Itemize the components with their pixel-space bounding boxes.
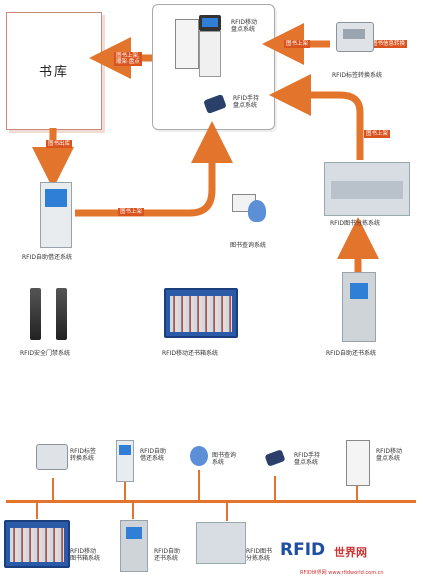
bottom-borrow-label: RFID自助 借还系统	[140, 448, 167, 462]
self-borrow-label: RFID自助借还系统	[22, 254, 73, 261]
bottom-conversion-label: RFID标签 转换系统	[70, 448, 97, 462]
self-return-label: RFID自助还书系统	[326, 350, 377, 357]
mobile-shelf-label: RFID移动还书箱系统	[162, 350, 219, 357]
drop-2	[124, 482, 126, 500]
arrow-borrow-to-center	[75, 121, 233, 217]
bottom-self-return-icon	[120, 520, 148, 572]
library-box: 书库	[6, 12, 102, 130]
drop-7	[132, 503, 134, 519]
mobile-cart-icon	[175, 19, 199, 69]
security-gate-label: RFID安全门禁系统	[20, 350, 71, 357]
tag-conversion-device-icon	[336, 22, 374, 52]
bottom-query-icon	[190, 446, 208, 466]
security-gate-right-icon	[56, 288, 67, 340]
library-title: 书库	[38, 65, 69, 80]
sorting-system-icon	[324, 162, 410, 216]
bottom-self-return-label: RFID自助 还书系统	[154, 548, 181, 562]
bottom-handheld-label: RFID手持 盘点系统	[294, 452, 321, 466]
security-gate-left-icon	[30, 288, 41, 340]
tag-shelve-bottom: 图书上架	[118, 208, 145, 216]
bottom-conversion-icon	[36, 444, 68, 470]
cart-body-icon	[199, 31, 221, 77]
bottom-mobile-shelf-icon	[4, 520, 70, 568]
drop-5	[356, 486, 358, 500]
handheld-inventory-label: RFID手持 盘点系统	[233, 95, 260, 109]
arrow-sorting-to-center	[269, 74, 364, 160]
tag-book-out: 图书出库	[46, 140, 73, 148]
watermark-logo: RFID	[280, 540, 326, 560]
drop-8	[226, 503, 228, 521]
bottom-borrow-kiosk-icon	[116, 440, 134, 482]
bottom-mobile-cart-icon	[346, 440, 370, 486]
self-return-machine-icon	[342, 272, 376, 342]
network-bus	[6, 500, 416, 503]
tag-info-conversion: 图书信息转换	[370, 40, 408, 48]
mobile-inventory-label: RFID移动 盘点系统	[231, 19, 258, 33]
self-borrow-kiosk-icon	[40, 182, 72, 248]
bottom-sorting-icon	[196, 522, 246, 564]
drop-6	[36, 503, 38, 519]
drop-4	[274, 476, 276, 500]
tag-shelve-inventory: 图书上架, 顺架·盘点	[114, 52, 142, 66]
book-query-label: 图书查询系统	[230, 242, 267, 249]
drop-1	[52, 478, 54, 500]
inventory-box: RFID移动 盘点系统 RFID手持 盘点系统	[152, 4, 275, 130]
user-icon	[248, 200, 266, 222]
tag-shelve: 图书上架	[284, 40, 311, 48]
mobile-return-shelf-icon	[164, 288, 238, 338]
bottom-mobile-label: RFID移动 盘点系统	[376, 448, 403, 462]
tag-shelve-right: 图书上架	[364, 130, 391, 138]
bottom-mobile-return-label: RFID移动 图书箱系统	[70, 548, 101, 562]
tag-conversion-label: RFID标签转换系统	[332, 72, 383, 79]
sorting-label: RFID图书分拣系统	[330, 220, 381, 227]
drop-3	[198, 470, 200, 500]
bottom-query-label: 图书查询 系统	[212, 452, 237, 466]
bottom-sorting-label: RFID图书 分拣系统	[246, 548, 273, 562]
cart-terminal-icon	[199, 15, 221, 31]
watermark-world: 世界网	[334, 546, 367, 559]
watermark-url: RFID世界网 www.rfidworld.com.cn	[300, 570, 384, 576]
